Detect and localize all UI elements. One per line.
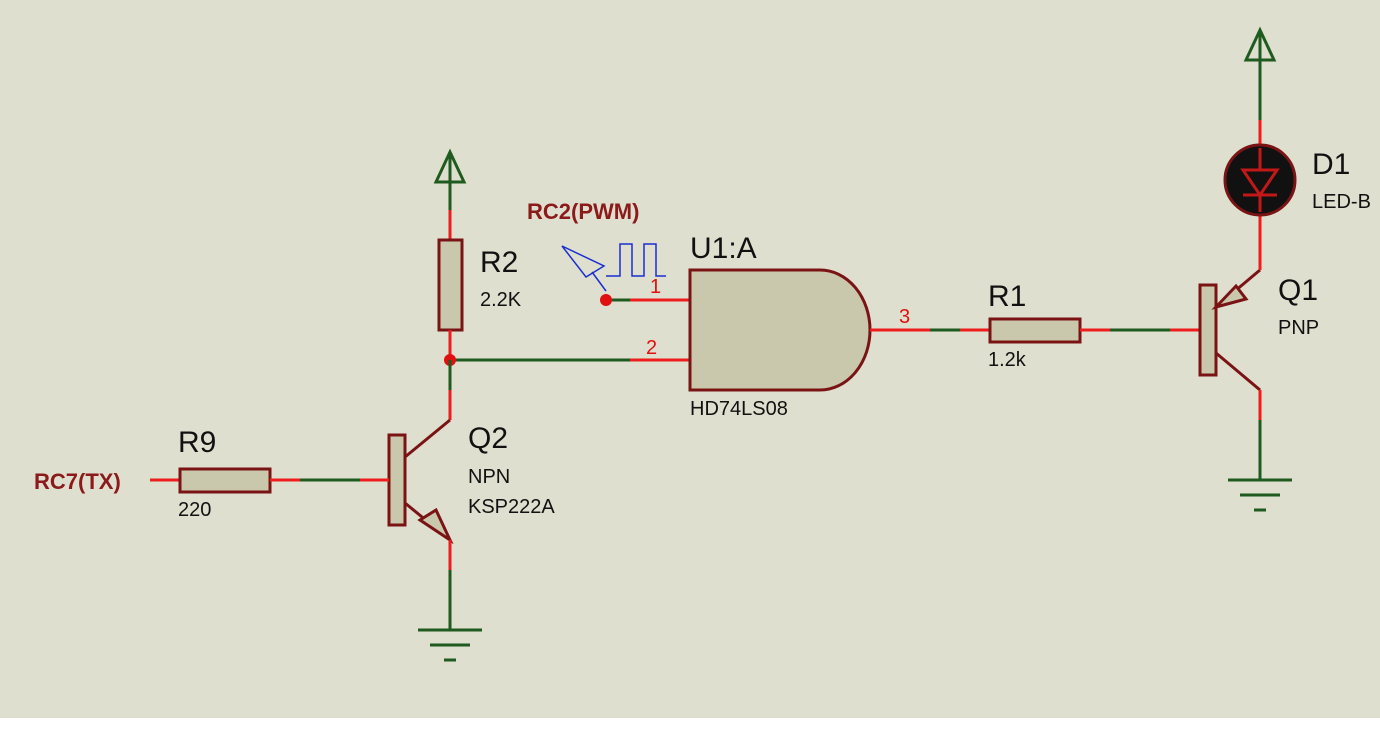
q2-type-label: NPN [468,466,510,488]
u1-pin3-label: 3 [899,306,910,328]
schematic-drawing: R2 2.2K Q2 NPN KSP222A R9 220 RC7(TX) RC… [34,26,1371,662]
pwm-generator-icon[interactable] [561,243,666,292]
r1-value-label: 1.2k [988,349,1027,371]
r9-ref-label: R9 [178,426,216,459]
d1-ref-label: D1 [1312,148,1350,181]
u1-ref-label: U1:A [690,232,757,265]
schematic-canvas[interactable]: R2 2.2K Q2 NPN KSP222A R9 220 RC7(TX) RC… [0,0,1380,718]
u1-pin2-label: 2 [646,337,657,359]
d1-value-label: LED-B [1312,191,1371,213]
transistor-q1[interactable] [1198,215,1262,480]
r1-ref-label: R1 [988,280,1026,313]
r2-ref-label: R2 [480,246,518,279]
net-label-tx[interactable]: RC7(TX) [34,469,121,494]
pwm-terminal-dot [600,294,612,306]
power-terminal-r2[interactable] [433,148,467,210]
r2-value-label: 2.2K [480,289,522,311]
resistor-r2[interactable] [437,210,464,358]
r9-value-label: 220 [178,499,211,521]
q1-type-label: PNP [1278,317,1319,339]
u1-part-label: HD74LS08 [690,398,788,420]
resistor-r1[interactable] [930,317,1200,344]
power-terminal-d1[interactable] [1243,26,1277,120]
transistor-q2[interactable] [360,390,454,630]
and-gate-u1a[interactable] [688,268,930,392]
q2-part-label: KSP222A [468,496,555,518]
net-label-pwm[interactable]: RC2(PWM) [527,199,639,224]
ground-q2 [418,628,482,662]
resistor-r9[interactable] [150,467,360,494]
ground-q1 [1228,478,1292,512]
led-d1[interactable] [1223,120,1297,217]
q2-ref-label: Q2 [468,422,508,455]
u1-pin1-label: 1 [650,276,661,298]
q1-ref-label: Q1 [1278,274,1318,307]
